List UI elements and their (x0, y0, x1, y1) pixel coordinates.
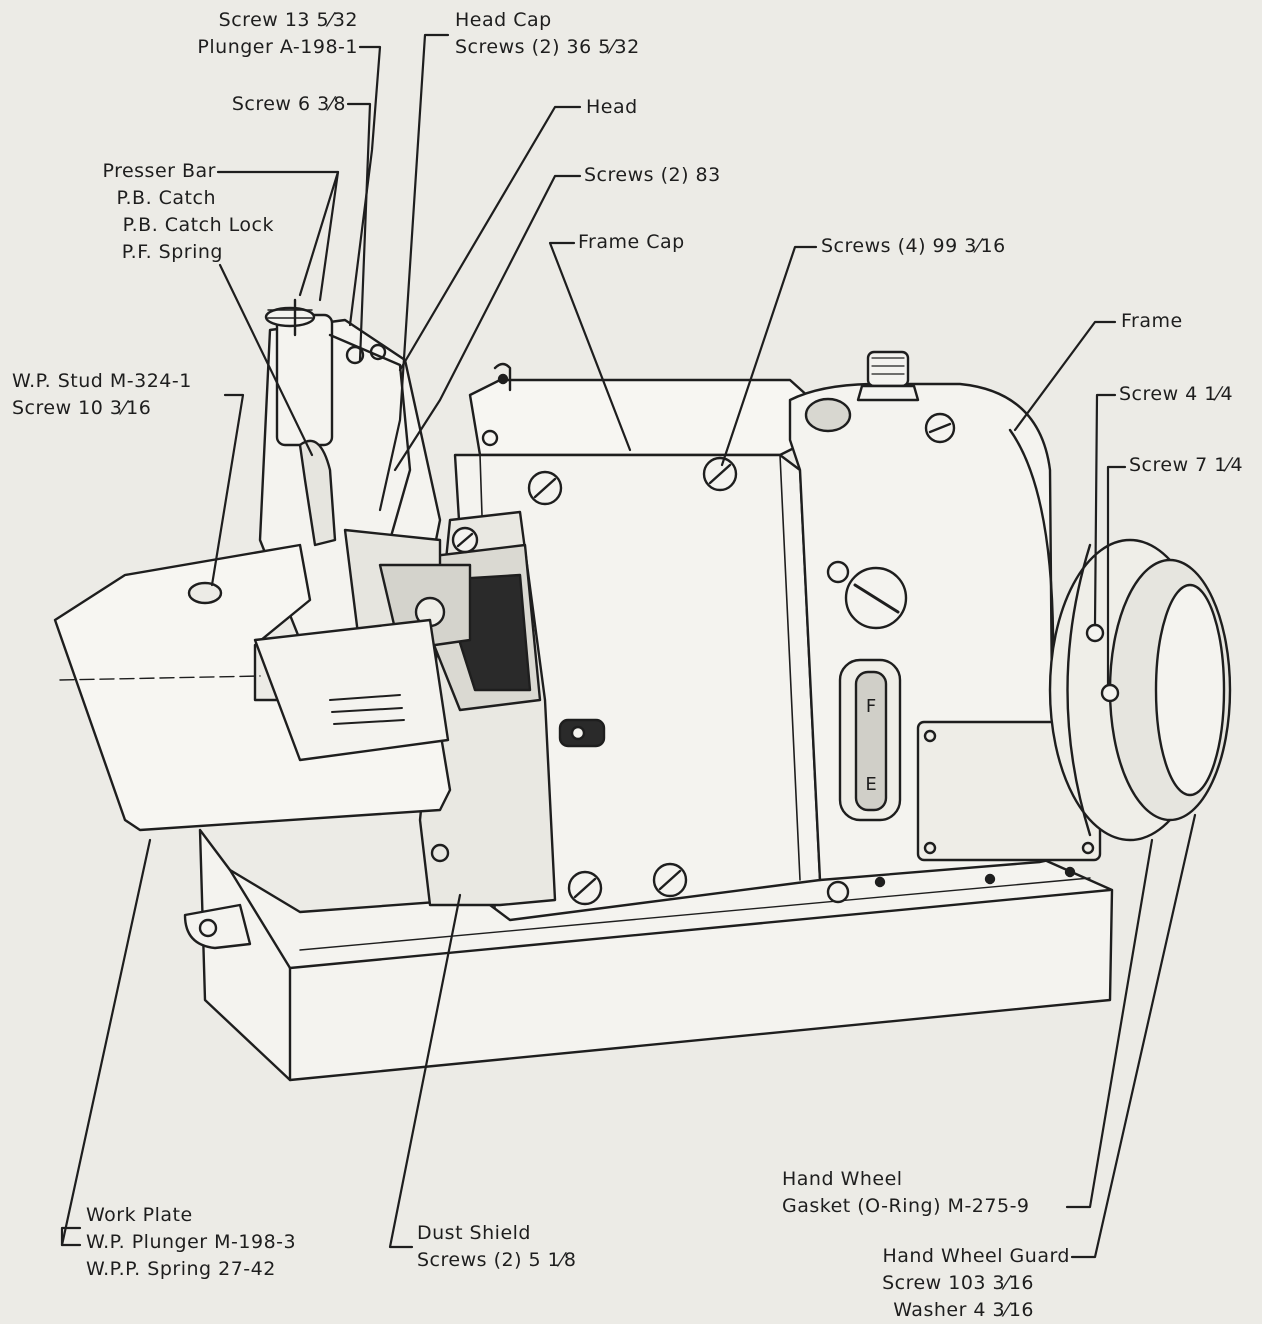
label-pf-spring: P.F. Spring (121, 241, 223, 263)
label-screws-99: Screws (4) 99 3⁄16 (821, 235, 1006, 257)
label-head: Head (586, 96, 638, 118)
label-head-cap: Head Cap (455, 9, 552, 31)
label-plunger: Plunger A-198-1 (197, 36, 358, 58)
label-dust-shield-group: Dust Shield Screws (2) 5 1⁄8 (417, 1220, 577, 1274)
label-presser-bar-group: Presser Bar P.B. Catch P.B. Catch Lock P… (60, 158, 274, 266)
label-hand-wheel-group: Hand Wheel Gasket (O-Ring) M-275-9 (782, 1166, 1030, 1220)
hand-wheel (1048, 538, 1232, 842)
gauge-empty-mark: E (865, 774, 876, 795)
work-plate (53, 543, 452, 832)
label-wp-plunger: W.P. Plunger M-198-3 (86, 1231, 297, 1253)
label-head-cap-group: Head Cap Screws (2) 36 5⁄32 (455, 7, 640, 61)
label-guard-washer: Washer 4 3⁄16 (893, 1299, 1034, 1321)
label-pb-catch: P.B. Catch (116, 187, 216, 209)
label-screw-4: Screw 4 1⁄4 (1119, 383, 1234, 405)
label-screw-13-plunger: Screw 13 5⁄32 Plunger A-198-1 (150, 7, 358, 61)
gauge-full-mark: F (866, 696, 876, 717)
label-frame: Frame (1121, 310, 1183, 332)
label-dust-shield: Dust Shield (417, 1222, 531, 1244)
label-screw-7: Screw 7 1⁄4 (1129, 454, 1244, 476)
label-presser-bar: Presser Bar (102, 160, 216, 182)
leader-lines (60, 33, 1197, 1259)
label-gasket: Gasket (O-Ring) M-275-9 (782, 1195, 1030, 1217)
label-wpp-spring: W.P.P. Spring 27-42 (86, 1258, 276, 1280)
label-work-plate-group: Work Plate W.P. Plunger M-198-3 W.P.P. S… (86, 1202, 296, 1283)
label-dust-shield-screws: Screws (2) 5 1⁄8 (417, 1249, 577, 1271)
label-screw-13: Screw 13 5⁄32 (218, 9, 358, 31)
label-screws-83: Screws (2) 83 (584, 164, 721, 186)
machine-base (183, 828, 1114, 1082)
label-hand-wheel-guard-group: Hand Wheel Guard Screw 103 3⁄16 Washer 4… (820, 1243, 1070, 1324)
label-screw-10: Screw 10 3⁄16 (12, 397, 152, 419)
label-hand-wheel-guard: Hand Wheel Guard (882, 1245, 1070, 1267)
label-pb-catch-lock: P.B. Catch Lock (122, 214, 274, 236)
label-work-plate: Work Plate (86, 1204, 193, 1226)
label-frame-cap: Frame Cap (578, 231, 685, 253)
screw-heads (430, 412, 1120, 906)
label-head-cap-screws: Screws (2) 36 5⁄32 (455, 36, 640, 58)
label-wp-stud-group: W.P. Stud M-324-1 Screw 10 3⁄16 (12, 368, 192, 422)
label-wp-stud: W.P. Stud M-324-1 (12, 370, 192, 392)
label-guard-screw: Screw 103 3⁄16 (882, 1272, 1034, 1294)
label-hand-wheel: Hand Wheel (782, 1168, 903, 1190)
label-screw-6: Screw 6 3⁄8 (231, 93, 346, 115)
machine-body: F E (398, 350, 1102, 922)
